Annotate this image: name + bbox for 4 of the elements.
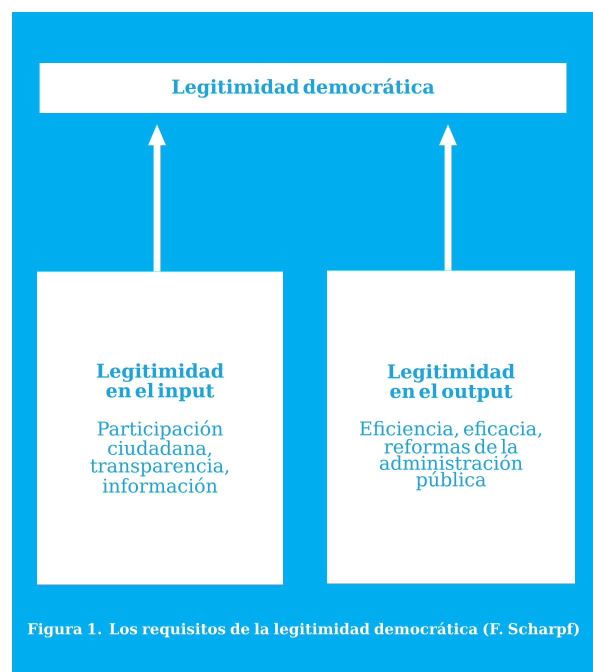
caption: Figura 1. Los requisitos de la legitimidad democrática (F. Scharpf) [28,622,579,638]
text-box: Legitimidad democrática [40,63,566,113]
text-box: Legitimidad en el input Participación ciudadana, transparencia, información [37,272,283,584]
text-box: Legitimidad en el output Eficiencia, eficacia, reformas de la administración pública [327,270,575,584]
